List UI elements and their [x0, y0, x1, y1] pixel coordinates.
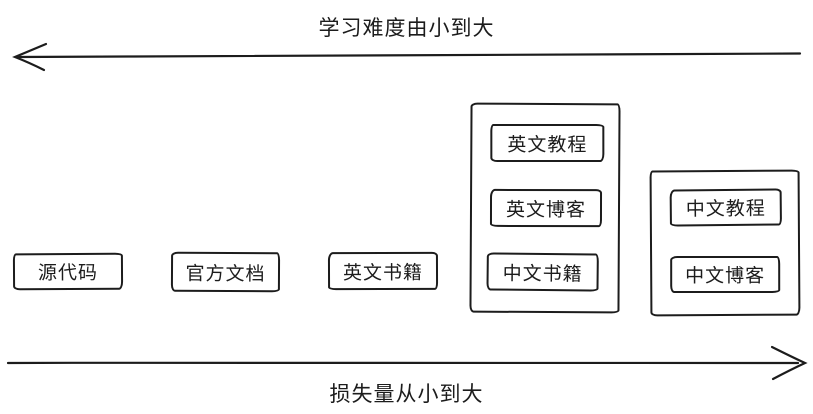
- right-arrow-icon: [6, 345, 808, 381]
- left-arrow-icon: [12, 42, 802, 72]
- box-english-blogs-label: 英文博客: [505, 198, 587, 221]
- box-chinese-books-label: 中文书籍: [502, 262, 583, 285]
- group-box-2: 中文教程 中文博客: [649, 169, 801, 317]
- box-english-blogs: 英文博客: [489, 188, 603, 228]
- box-english-books-label: 英文书籍: [342, 261, 424, 284]
- box-chinese-tutorials: 中文教程: [669, 188, 782, 227]
- box-chinese-tutorials-label: 中文教程: [685, 197, 766, 221]
- box-source-code: 源代码: [12, 252, 124, 291]
- box-english-books: 英文书籍: [327, 251, 439, 291]
- box-official-docs-label: 官方文档: [185, 262, 266, 285]
- box-english-tutorials-label: 英文教程: [507, 133, 588, 156]
- box-source-code-label: 源代码: [37, 261, 99, 285]
- bottom-axis-label: 损失量从小到大: [329, 382, 484, 406]
- box-chinese-books: 中文书籍: [486, 252, 599, 292]
- box-english-tutorials: 英文教程: [490, 123, 605, 163]
- box-chinese-blogs: 中文博客: [670, 255, 781, 294]
- box-official-docs: 官方文档: [170, 251, 281, 293]
- top-axis-label: 学习难度由小到大: [318, 16, 495, 40]
- group-box-1: 英文教程 英文博客 中文书籍: [469, 102, 621, 314]
- box-chinese-blogs-label: 中文博客: [685, 264, 766, 288]
